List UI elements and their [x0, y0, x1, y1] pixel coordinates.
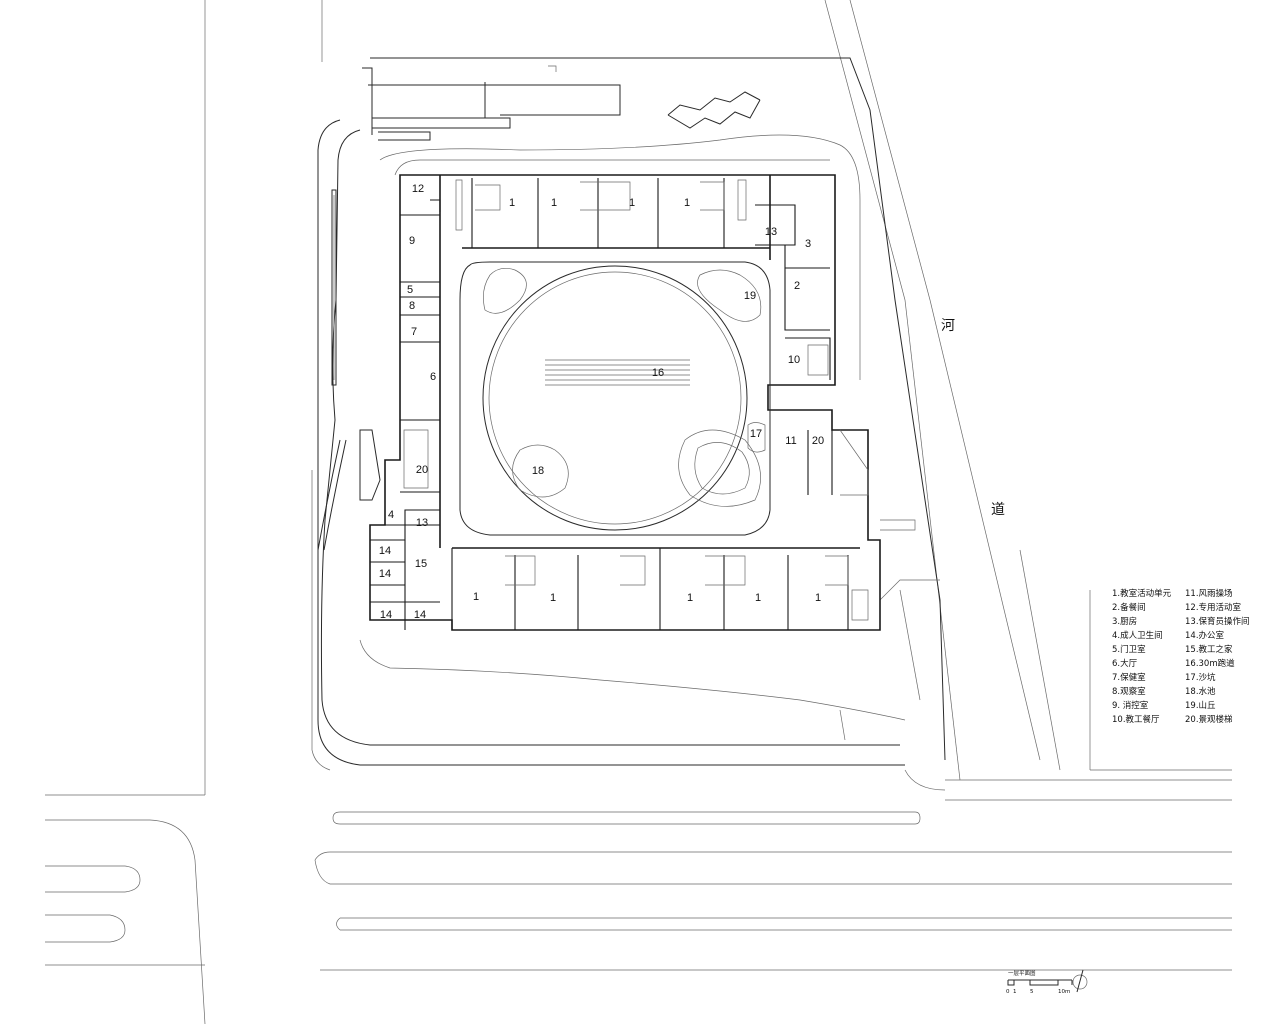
legend-item: 13.保育员操作间: [1185, 616, 1250, 627]
legend-item: 14.办公室: [1185, 630, 1225, 641]
room-label: 19: [744, 290, 756, 302]
legend-item: 10.教工餐厅: [1112, 714, 1160, 725]
west-rooms: [370, 199, 441, 630]
room-label: 16: [652, 367, 664, 379]
east-rooms: [755, 204, 916, 531]
scale-tick: 10m: [1058, 989, 1070, 995]
room-label: 9: [409, 235, 415, 247]
room-label: 3: [805, 238, 811, 250]
room-label: 7: [411, 326, 417, 338]
room-label: 4: [388, 509, 394, 521]
room-label: 14: [379, 568, 391, 580]
legend-item: 4.成人卫生间: [1112, 630, 1163, 641]
room-label: 1: [629, 197, 635, 209]
river-label-2: 道: [991, 502, 1005, 518]
south-classrooms: [451, 548, 869, 630]
legend-item: 17.沙坑: [1185, 672, 1216, 683]
room-label: 14: [379, 545, 391, 557]
room-label: 10: [788, 354, 800, 366]
room-label: 1: [473, 591, 479, 603]
room-label: 1: [684, 197, 690, 209]
room-label: 13: [765, 226, 777, 238]
legend-item: 20.景观楼梯: [1185, 714, 1233, 725]
room-label: 13: [416, 517, 428, 529]
scale-tick: 0: [1006, 989, 1010, 995]
room-label: 11: [785, 435, 796, 447]
room-label: 8: [409, 300, 415, 312]
room-label: 1: [815, 592, 821, 604]
scale-bar: 一层平面图 0 1 5 10m: [1006, 969, 1073, 995]
legend-item: 12.专用活动室: [1185, 602, 1242, 613]
legend: 1.教室活动单元 2.备餐间 3.厨房 4.成人卫生间 5.门卫室 6.大厅 7…: [1112, 588, 1250, 725]
road-lines: [45, 0, 1232, 1024]
room-label: 12: [412, 183, 424, 195]
scale-tick: 5: [1030, 989, 1034, 995]
room-label: 1: [550, 592, 556, 604]
north-canopy: [362, 65, 761, 141]
room-label: 1: [509, 197, 515, 209]
legend-item: 3.厨房: [1112, 616, 1137, 627]
legend-item: 5.门卫室: [1112, 644, 1146, 655]
site-boundary: [317, 57, 946, 766]
room-label: 14: [380, 609, 392, 621]
plan-title: 一层平面图: [1008, 969, 1036, 977]
room-labels: 12 9 5 8 7 6 20 4 13 14 14 15 14 14 1 1 …: [379, 183, 824, 621]
legend-item: 19.山丘: [1185, 700, 1216, 711]
legend-item: 8.观察室: [1112, 686, 1146, 697]
legend-item: 15.教工之家: [1185, 644, 1233, 655]
west-stair: [317, 189, 381, 551]
room-label: 18: [532, 465, 544, 477]
room-label: 15: [415, 558, 427, 570]
room-label: 6: [430, 371, 436, 383]
scale-tick: 1: [1013, 989, 1017, 995]
room-label: 17: [750, 428, 762, 440]
room-label: 20: [416, 464, 428, 476]
north-arrow-icon: [1072, 969, 1088, 993]
room-label: 14: [414, 609, 426, 621]
river-label-1: 河: [941, 318, 955, 334]
room-label: 20: [812, 435, 824, 447]
legend-item: 16.30m跑道: [1185, 658, 1235, 669]
legend-item: 7.保健室: [1112, 672, 1146, 683]
room-label: 5: [407, 284, 413, 296]
legend-item: 1.教室活动单元: [1112, 588, 1172, 599]
room-label: 1: [687, 592, 693, 604]
legend-item: 2.备餐间: [1112, 602, 1146, 613]
courtyard: [459, 261, 771, 536]
legend-item: 6.大厅: [1112, 658, 1138, 669]
legend-item: 9. 消控室: [1112, 700, 1149, 711]
room-label: 1: [551, 197, 557, 209]
north-classrooms: [455, 178, 747, 248]
room-label: 2: [794, 280, 800, 292]
building-outline: [369, 174, 881, 631]
legend-item: 11.风雨操场: [1185, 588, 1233, 599]
legend-item: 18.水池: [1185, 686, 1216, 697]
room-label: 1: [755, 592, 761, 604]
